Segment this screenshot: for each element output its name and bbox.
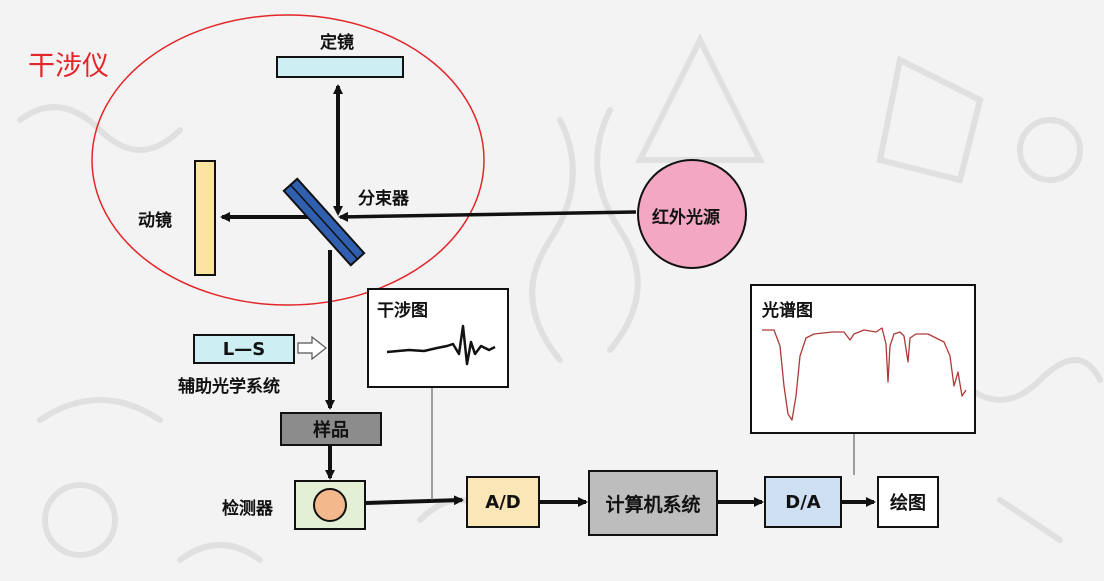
ir-source-circle [637,159,747,269]
spectrum-label: 光谱图 [762,301,813,321]
spectrum-trace [762,327,967,421]
detector-circle [313,488,347,522]
plot-box: 绘图 [877,476,939,528]
hollow-arrow-ls [297,335,327,361]
interferometer-outline [91,14,485,306]
moving-mirror [194,160,216,276]
fixed-mirror-label: 定镜 [320,33,354,53]
moving-mirror-label: 动镜 [138,211,172,231]
fixed-mirror [276,56,404,78]
interferogram-panel: 干涉图 [367,288,509,388]
spectrum-panel: 光谱图 [750,284,976,434]
detector-box [294,480,366,530]
ad-box: A/D [466,476,540,528]
sample-box: 样品 [280,412,382,446]
arrow-source-to-splitter [338,210,637,222]
ls-box: L—S [193,334,295,364]
detector-label: 检测器 [222,499,273,519]
aux-optics-label: 辅助光学系统 [178,377,280,397]
computer-box: 计算机系统 [588,470,718,536]
beam-splitter [282,177,366,267]
da-box: D/A [764,476,842,528]
interferometer-title: 干涉仪 [28,51,109,82]
interferogram-trace [386,324,496,366]
arrow-detector-to-ad [365,495,464,506]
interferogram-label: 干涉图 [377,301,428,321]
beam-splitter-label: 分束器 [358,189,409,209]
ir-source-label: 红外光源 [652,208,720,228]
